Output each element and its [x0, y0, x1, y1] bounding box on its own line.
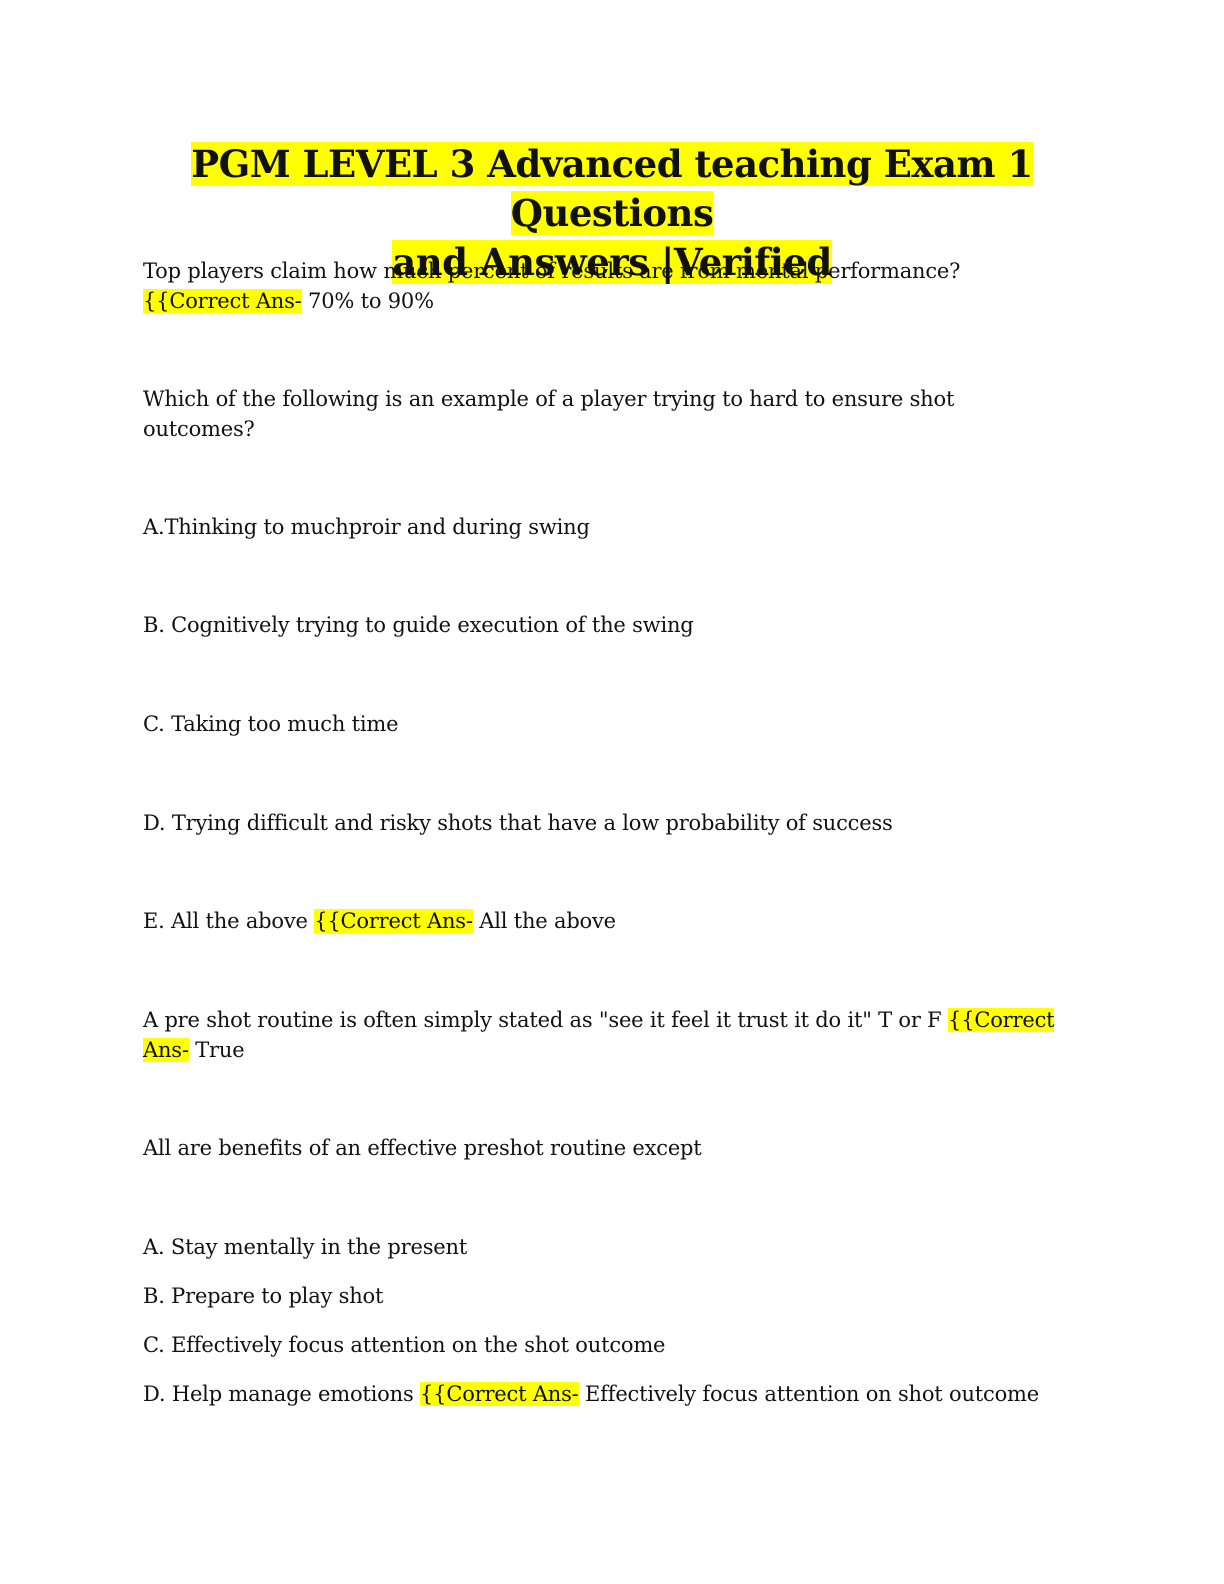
question-4-option-d: D. Help manage emotions {{Correct Ans- E… [143, 1380, 1078, 1410]
correct-answer-label: {{Correct Ans- [420, 1382, 579, 1406]
page-title: PGM LEVEL 3 Advanced teaching Exam 1 Que… [120, 140, 1104, 287]
question-2-answer: All the above [472, 909, 616, 933]
question-2-option-e-text: E. All the above [143, 909, 315, 933]
question-4-option-d-text: D. Help manage emotions [143, 1382, 420, 1406]
question-1-text: Top players claim how much percent of re… [143, 259, 961, 283]
correct-answer-label-part-2: Ans- [143, 1037, 189, 1062]
question-4-answer: Effectively focus attention on shot outc… [578, 1382, 1039, 1406]
question-3-text: A pre shot routine is often simply state… [143, 1008, 949, 1032]
question-2-option-d: D. Trying difficult and risky shots that… [143, 811, 893, 835]
correct-answer-label: {{Correct Ans- [314, 909, 473, 933]
question-2: Which of the following is an example of … [143, 385, 1078, 444]
question-4-text: All are benefits of an effective preshot… [143, 1136, 702, 1160]
question-2-option-b: B. Cognitively trying to guide execution… [143, 613, 694, 637]
question-4-option-c: C. Effectively focus attention on the sh… [143, 1333, 666, 1357]
question-1-answer: 70% to 90% [301, 288, 434, 313]
title-line-1: PGM LEVEL 3 Advanced teaching Exam 1 Que… [191, 142, 1033, 235]
question-2-option-e: E. All the above {{Correct Ans- All the … [143, 907, 1078, 937]
title-line-2: and Answers |Verified [392, 240, 832, 284]
question-3: A pre shot routine is often simply state… [143, 1006, 1078, 1065]
question-2-option-c: C. Taking too much time [143, 712, 399, 736]
question-4-option-b: B. Prepare to play shot [143, 1284, 384, 1308]
question-2-option-a: A.Thinking to muchproir and during swing [143, 515, 590, 539]
question-4-option-a: A. Stay mentally in the present [143, 1235, 468, 1259]
question-2-text-line-1: Which of the following is an example of … [143, 387, 955, 411]
correct-answer-label: {{Correct Ans- [143, 288, 302, 313]
correct-answer-label-part-1: {{Correct [948, 1008, 1055, 1032]
question-2-text-line-2: outcomes? [143, 416, 255, 441]
question-1: Top players claim how much percent of re… [143, 257, 1078, 316]
question-3-answer: True [188, 1037, 245, 1062]
